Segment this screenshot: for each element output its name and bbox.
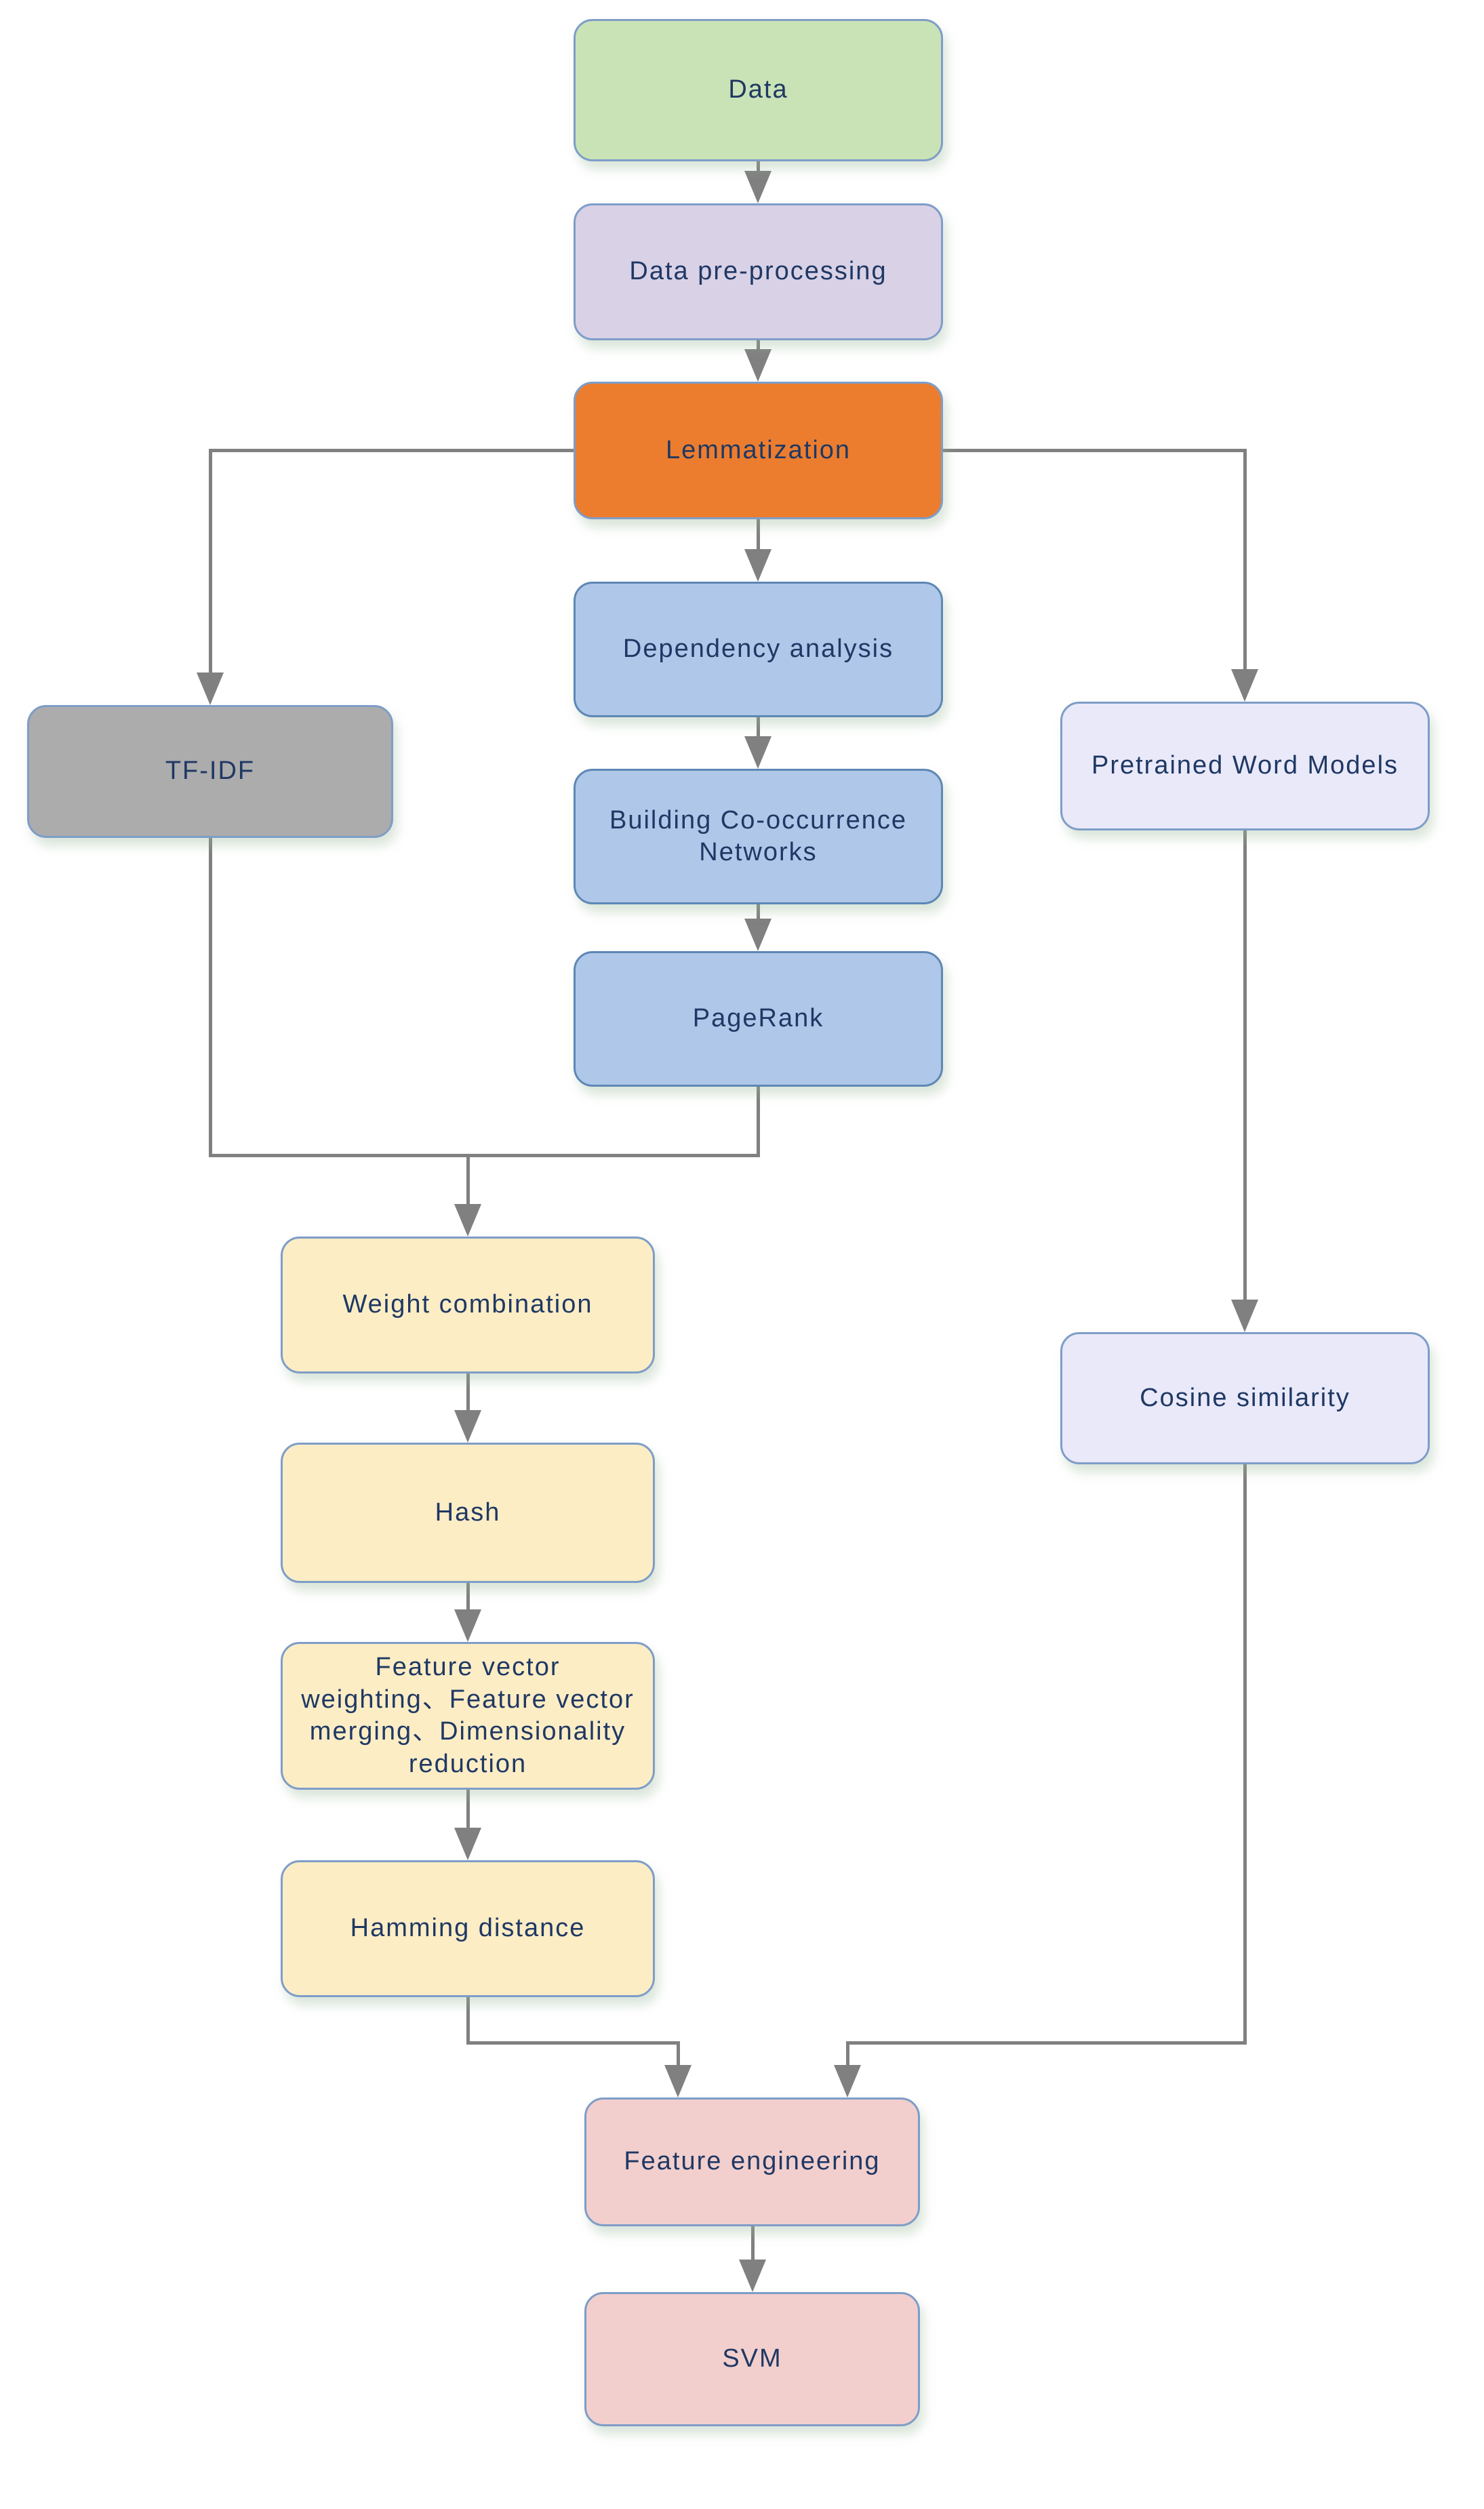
node-feature-engineering: Feature engineering <box>584 2097 920 2226</box>
edge-merge-bar <box>209 1154 760 1157</box>
edge-lemmatization-to-pretrained-horizontal <box>943 449 1246 452</box>
edge-cosine-to-feateng <box>846 2041 849 2068</box>
edge-hamming-out-vertical <box>466 1997 470 2045</box>
edge-cooccurrence-to-pagerank <box>757 904 760 921</box>
node-hash: Hash <box>281 1443 655 1583</box>
edge-weight-to-hash <box>466 1373 470 1413</box>
edge-lemmatization-to-tfidf-vertical <box>209 449 212 674</box>
arrowhead-preprocessing-to-lemmatization <box>744 349 771 382</box>
edge-cosine-out-horizontal <box>846 2041 1247 2045</box>
edge-hamming-out-horizontal <box>466 2041 679 2045</box>
arrowhead-cosine-to-feateng <box>834 2065 861 2097</box>
edge-data-to-preprocessing <box>757 161 760 174</box>
edge-featvec-to-hamming <box>466 1790 470 1830</box>
node-cosine-similarity: Cosine similarity <box>1060 1332 1430 1464</box>
arrowhead-pretrained-to-cosine <box>1231 1300 1258 1332</box>
node-weight-combination: Weight combination <box>281 1237 655 1373</box>
arrowhead-data-to-preprocessing <box>744 171 771 203</box>
node-tf-idf: TF-IDF <box>27 705 393 838</box>
node-data: Data <box>574 19 943 161</box>
arrowhead-lemmatization-to-pretrained <box>1231 669 1258 702</box>
edge-feateng-to-svm <box>751 2226 755 2262</box>
node-pagerank: PageRank <box>574 951 943 1087</box>
arrowhead-featvec-to-hamming <box>454 1828 481 1860</box>
arrowhead-merge-to-weight <box>454 1204 481 1237</box>
edge-lemmatization-to-pretrained-vertical <box>1243 449 1247 670</box>
edge-merge-to-weight <box>466 1154 470 1207</box>
node-lemmatization: Lemmatization <box>574 382 943 519</box>
node-feature-vector-operations: Feature vector weighting、Feature vector … <box>281 1642 655 1790</box>
arrowhead-lemmatization-to-tfidf <box>197 673 224 705</box>
arrowhead-hamming-to-feateng <box>664 2065 691 2097</box>
edge-hamming-to-feateng <box>677 2041 680 2068</box>
node-hamming-distance: Hamming distance <box>281 1860 655 1997</box>
edge-cosine-out-vertical <box>1243 1464 1247 2045</box>
arrowhead-feateng-to-svm <box>739 2260 766 2292</box>
edge-lemmatization-to-tfidf-horizontal <box>210 449 574 452</box>
node-building-co-occurrence-networks: Building Co-occurrence Networks <box>574 769 943 904</box>
arrowhead-weight-to-hash <box>454 1410 481 1443</box>
edge-lemmatization-to-dependency <box>757 519 760 552</box>
node-pretrained-word-models: Pretrained Word Models <box>1060 702 1430 830</box>
node-data-pre-processing: Data pre-processing <box>574 203 943 340</box>
edge-pretrained-to-cosine <box>1243 830 1247 1302</box>
arrowhead-dependency-to-cooccurrence <box>744 736 771 769</box>
edge-tfidf-to-merge <box>209 838 212 1157</box>
edge-hash-to-featvec <box>466 1583 470 1612</box>
edge-pagerank-to-merge <box>757 1087 760 1157</box>
edge-dependency-to-cooccurrence <box>757 717 760 738</box>
edge-preprocessing-to-lemmatization <box>757 340 760 352</box>
arrowhead-hash-to-featvec <box>454 1609 481 1642</box>
arrowhead-lemmatization-to-dependency <box>744 549 771 582</box>
arrowhead-cooccurrence-to-pagerank <box>744 919 771 951</box>
node-svm: SVM <box>584 2292 920 2426</box>
node-dependency-analysis: Dependency analysis <box>574 582 943 717</box>
